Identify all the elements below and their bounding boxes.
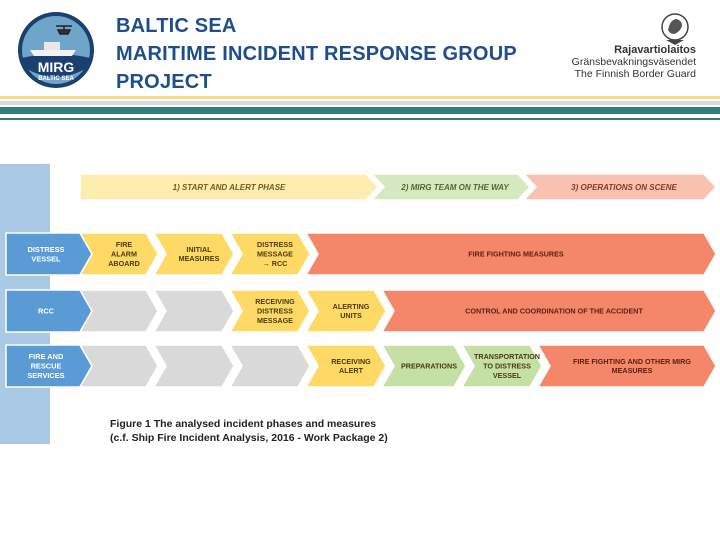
border-guard-emblem-icon bbox=[660, 12, 690, 46]
empty-step-arrow bbox=[78, 344, 159, 388]
org-name-sv: Gränsbevakningsväsendet bbox=[571, 56, 696, 68]
logo-text-main: MIRG bbox=[38, 59, 75, 75]
step-arrow-3-1 bbox=[304, 344, 387, 388]
phase-arrow-3 bbox=[522, 173, 718, 201]
org-name-fi: Rajavartiolaitos bbox=[614, 44, 696, 56]
step-label-1-4: FIRE FIGHTING MEASURES bbox=[468, 250, 564, 259]
step-label-3-2: PREPARATIONS bbox=[401, 362, 457, 371]
step-label-2-3: CONTROL AND COORDINATION OF THE ACCIDENT bbox=[465, 307, 643, 316]
empty-step-arrow bbox=[152, 344, 235, 388]
header-stripe-grey bbox=[0, 101, 720, 105]
step-arrow-2-1 bbox=[228, 289, 311, 333]
step-arrow-2-2 bbox=[304, 289, 387, 333]
phase-arrow-1 bbox=[79, 173, 380, 201]
step-arrow-3-3 bbox=[460, 344, 543, 388]
header-stripe-teal bbox=[0, 107, 720, 114]
empty-step-arrow bbox=[228, 344, 311, 388]
figure-caption-source: (c.f. Ship Fire Incident Analysis, 2016 … bbox=[110, 432, 388, 444]
phase-label-1: 1) START AND ALERT PHASE bbox=[173, 183, 286, 192]
step-arrow-1-3 bbox=[228, 232, 311, 276]
phase-label-2: 2) MIRG TEAM ON THE WAY bbox=[400, 183, 509, 192]
step-arrow-3-4 bbox=[536, 344, 717, 388]
title-line-1: BALTIC SEA bbox=[116, 15, 237, 37]
step-arrow-1-1 bbox=[78, 232, 159, 276]
step-arrow-1-4 bbox=[304, 232, 717, 276]
figure-caption-title: Figure 1 The analysed incident phases an… bbox=[110, 418, 377, 430]
empty-step-arrow bbox=[152, 289, 235, 333]
org-name-en: The Finnish Border Guard bbox=[574, 68, 696, 80]
actor-label-2: RCC bbox=[38, 307, 55, 316]
mirg-logo: MIRG BALTIC SEA bbox=[16, 10, 96, 90]
step-arrow-3-2 bbox=[380, 344, 467, 388]
phase-label-3: 3) OPERATIONS ON SCENE bbox=[571, 183, 677, 192]
header-stripe-yellow bbox=[0, 96, 720, 99]
title-line-2: MARITIME INCIDENT RESPONSE GROUP bbox=[116, 43, 517, 65]
title-line-3: PROJECT bbox=[116, 71, 212, 93]
step-arrow-2-3 bbox=[380, 289, 717, 333]
phase-arrow-2 bbox=[370, 173, 532, 201]
logo-text-sub: BALTIC SEA bbox=[38, 76, 74, 82]
header-stripe-teal-thin bbox=[0, 118, 720, 120]
step-arrow-1-2 bbox=[152, 232, 235, 276]
empty-step-arrow bbox=[78, 289, 159, 333]
